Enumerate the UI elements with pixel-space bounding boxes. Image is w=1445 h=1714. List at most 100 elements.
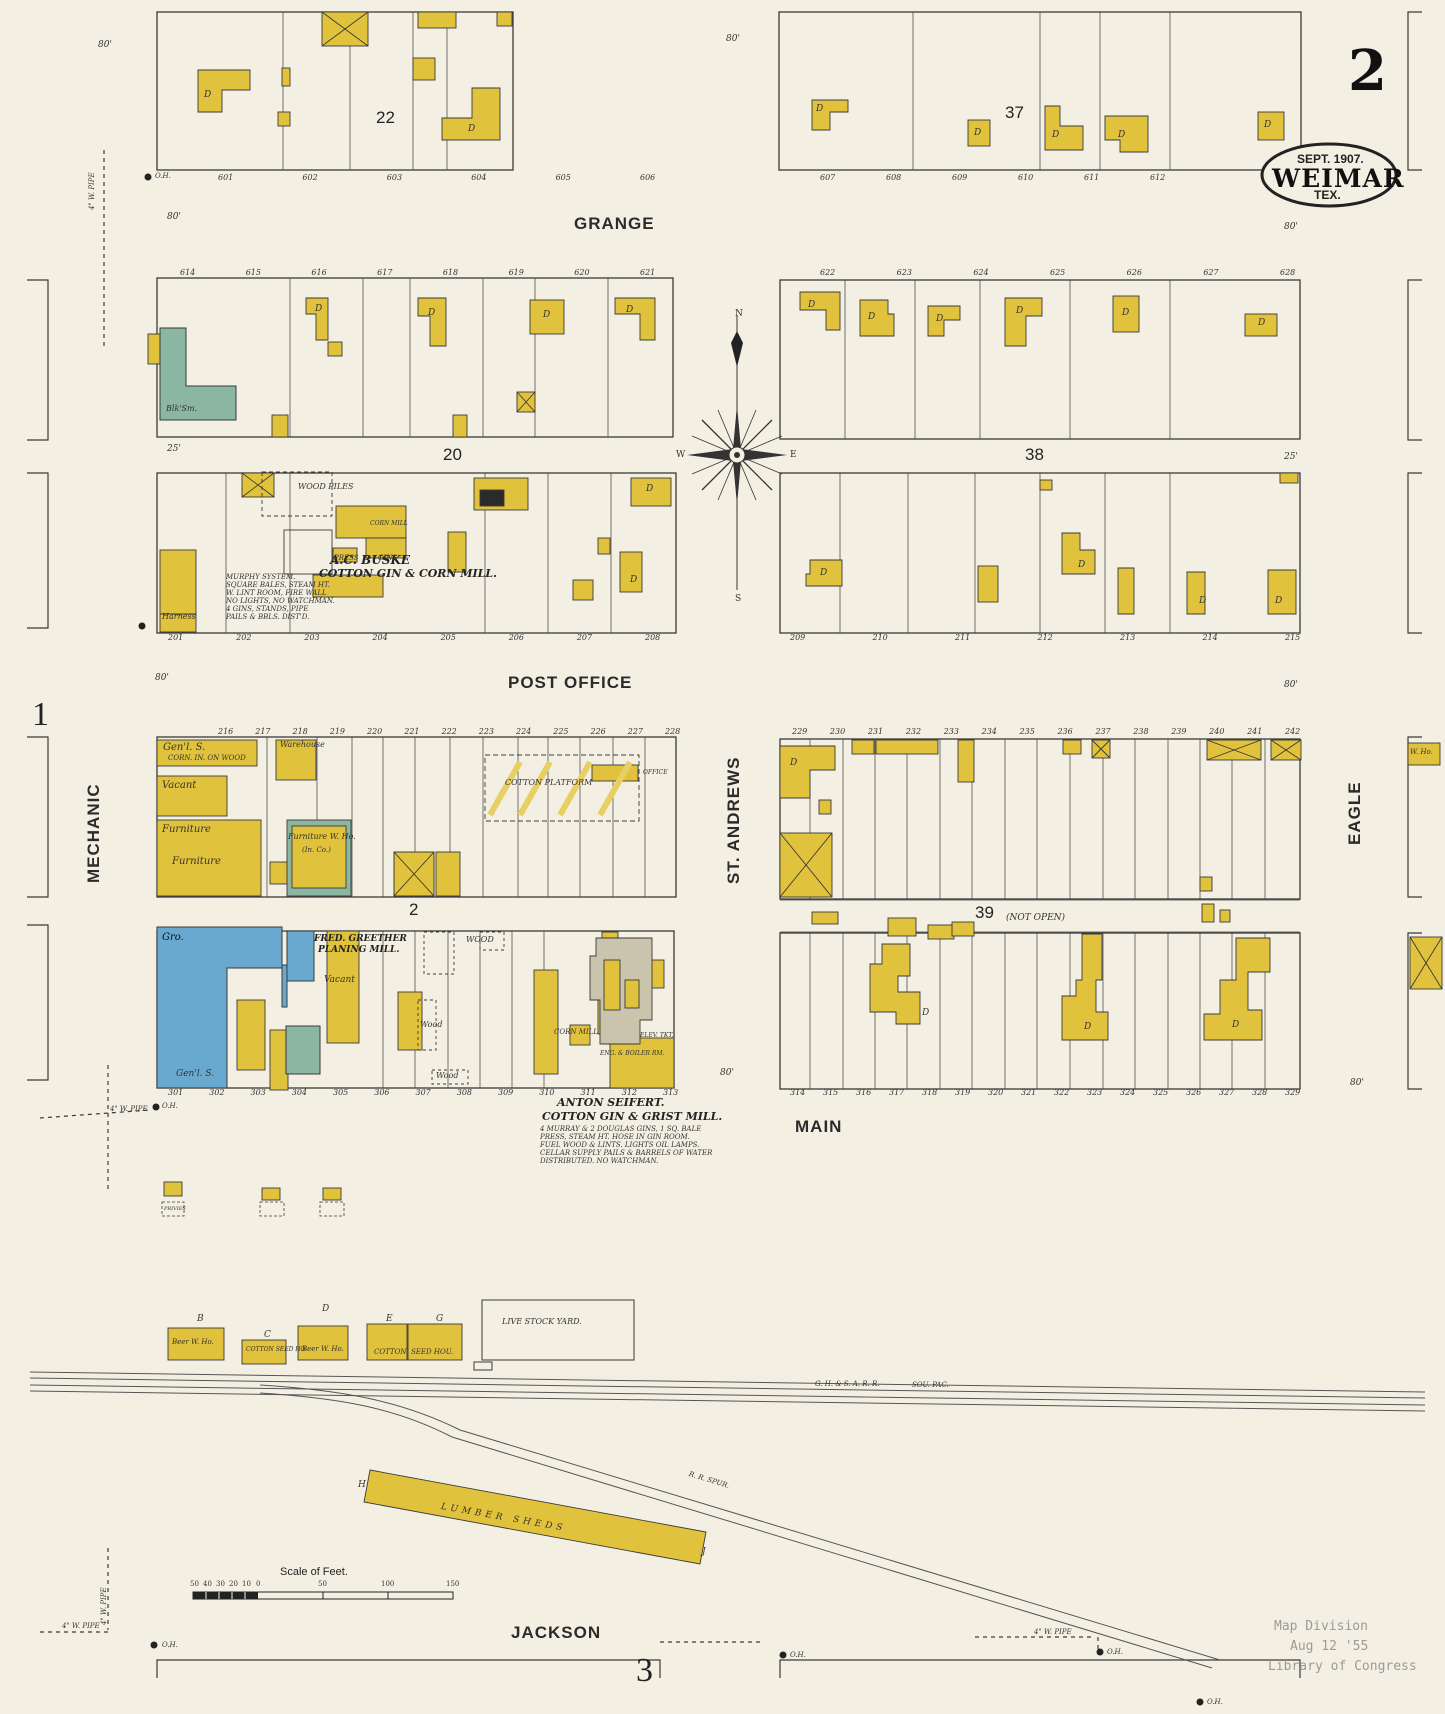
label-corn-mill-b: CORN MILL	[370, 520, 408, 527]
address-number: 602	[302, 173, 318, 182]
address-number: 614	[180, 268, 196, 277]
label-engine-room: ENG. & BOILER RM.	[600, 1050, 665, 1057]
address-number: 603	[386, 173, 403, 182]
address-number: 239	[1171, 727, 1187, 736]
compass-e: E	[790, 450, 797, 460]
dwelling-marker: D	[1199, 596, 1207, 606]
street-grange: GRANGE	[574, 214, 655, 233]
title-state: TEX.	[1314, 188, 1341, 202]
address-number: 610	[1018, 173, 1034, 182]
street-main: MAIN	[795, 1117, 843, 1136]
address-number: 204	[372, 633, 388, 642]
address-number: 226	[590, 727, 606, 736]
block-number: 37	[1005, 103, 1024, 122]
address-number: 329	[1285, 1088, 1301, 1097]
address-number: 325	[1153, 1088, 1169, 1097]
railroad-tracks	[29, 1371, 1426, 1669]
shed-letter: B	[197, 1314, 204, 1324]
address-number: 311	[580, 1088, 596, 1097]
address-number: 619	[508, 268, 524, 277]
dwelling-marker: D	[1052, 130, 1060, 140]
address-number: 201	[168, 633, 184, 642]
compass-rose	[687, 315, 787, 590]
address-number: 605	[555, 173, 571, 182]
address-number: 314	[790, 1088, 806, 1097]
street-width: 80'	[1284, 222, 1298, 232]
street-st-andrews: ST. ANDREWS	[724, 756, 743, 885]
margin-mark-left: 1	[32, 696, 49, 733]
address-number: 219	[329, 727, 346, 736]
label-beer-warehouse: Beer W. Ho.	[172, 1338, 214, 1346]
address-number: 207	[576, 633, 593, 642]
address-number: 211	[955, 633, 971, 642]
address-number: 215	[1285, 633, 1301, 642]
address-number: 318	[922, 1088, 938, 1097]
label-warehouse: Warehouse	[280, 740, 325, 749]
block-39-south	[779, 932, 1301, 1090]
block-39-north	[779, 738, 1301, 900]
compass-n: N	[735, 309, 743, 319]
label-wood-piles: WOOD PILES	[298, 482, 354, 491]
label-grocery: Gro.	[162, 932, 184, 943]
cotton-platform-hatch	[487, 760, 633, 817]
label-press: PRESS	[334, 554, 359, 562]
block-38-north	[779, 279, 1301, 440]
address-number: 203	[304, 633, 320, 642]
address-number: 223	[478, 727, 495, 736]
label-furniture-wh: Furniture W. Ho.	[288, 832, 356, 841]
title-town: WEIMAR	[1272, 164, 1405, 193]
label-furniture: Furniture	[172, 856, 221, 867]
greether-name: FRED. GREETHER	[314, 934, 407, 944]
address-number: 323	[1087, 1088, 1103, 1097]
address-number: 316	[856, 1088, 872, 1097]
stamp-line: Library of Congress	[1268, 1659, 1417, 1674]
label-blacksmith: Blk'Sm.	[166, 404, 198, 413]
address-number: 202	[236, 633, 252, 642]
brick-buildings	[156, 926, 315, 1089]
address-number: 626	[1126, 268, 1142, 277]
address-number: 237	[1095, 727, 1111, 736]
dwelling-marker: D	[1122, 308, 1130, 318]
address-number: 627	[1203, 268, 1219, 277]
scale-bar	[192, 1591, 454, 1600]
address-number: 601	[218, 173, 234, 182]
street-width: 25'	[167, 444, 181, 454]
address-number: 210	[872, 633, 888, 642]
address-number: 317	[889, 1088, 905, 1097]
seifert-name: ANTON SEIFERT.	[557, 1096, 665, 1109]
dwelling-marker: D	[204, 90, 212, 100]
street-width: 80'	[98, 40, 112, 50]
scale-tick: 40	[203, 1580, 212, 1588]
street-width: 25'	[1284, 452, 1298, 462]
seifert-note: CELLAR SUPPLY PAILS & BARRELS OF WATER	[540, 1149, 713, 1157]
address-number: 220	[367, 727, 383, 736]
address-number: 615	[245, 268, 261, 277]
shed-letter: H	[358, 1480, 366, 1490]
dwelling-marker: D	[428, 308, 436, 318]
label-furniture-wh-sub: (In. Co.)	[302, 846, 331, 854]
block-39-note: (NOT OPEN)	[1006, 913, 1066, 923]
shed-letter: E	[386, 1314, 393, 1324]
pipe-label: 4" W. PIPE	[62, 1622, 100, 1630]
address-number: 606	[640, 173, 656, 182]
address-number: 321	[1021, 1088, 1037, 1097]
address-number: 622	[820, 268, 836, 277]
address-number: 225	[553, 727, 569, 736]
label-cotton-seed-house: COTTON SEED HO.	[246, 1346, 307, 1353]
address-number: 623	[896, 268, 912, 277]
dwelling-marker: D	[936, 314, 944, 324]
label-live-stock-yard: LIVE STOCK YARD.	[502, 1317, 582, 1326]
freight-sheds	[163, 1181, 707, 1565]
frame-buildings	[147, 11, 1443, 1091]
hydrant-label: O.H.	[162, 1102, 178, 1110]
hydrants	[138, 173, 1204, 1706]
address-number: 305	[333, 1088, 349, 1097]
address-number: 235	[1019, 727, 1035, 736]
address-number: 304	[291, 1088, 308, 1097]
dwelling-marker: D	[974, 128, 982, 138]
dwelling-marker: D	[646, 484, 654, 494]
scale-tick: 30	[216, 1580, 225, 1588]
label-cotton-platform: COTTON PLATFORM	[505, 778, 593, 787]
seifert-note: PRESS, STEAM HT. HOSE IN GIN ROOM.	[540, 1133, 690, 1141]
address-number: 213	[1120, 633, 1136, 642]
